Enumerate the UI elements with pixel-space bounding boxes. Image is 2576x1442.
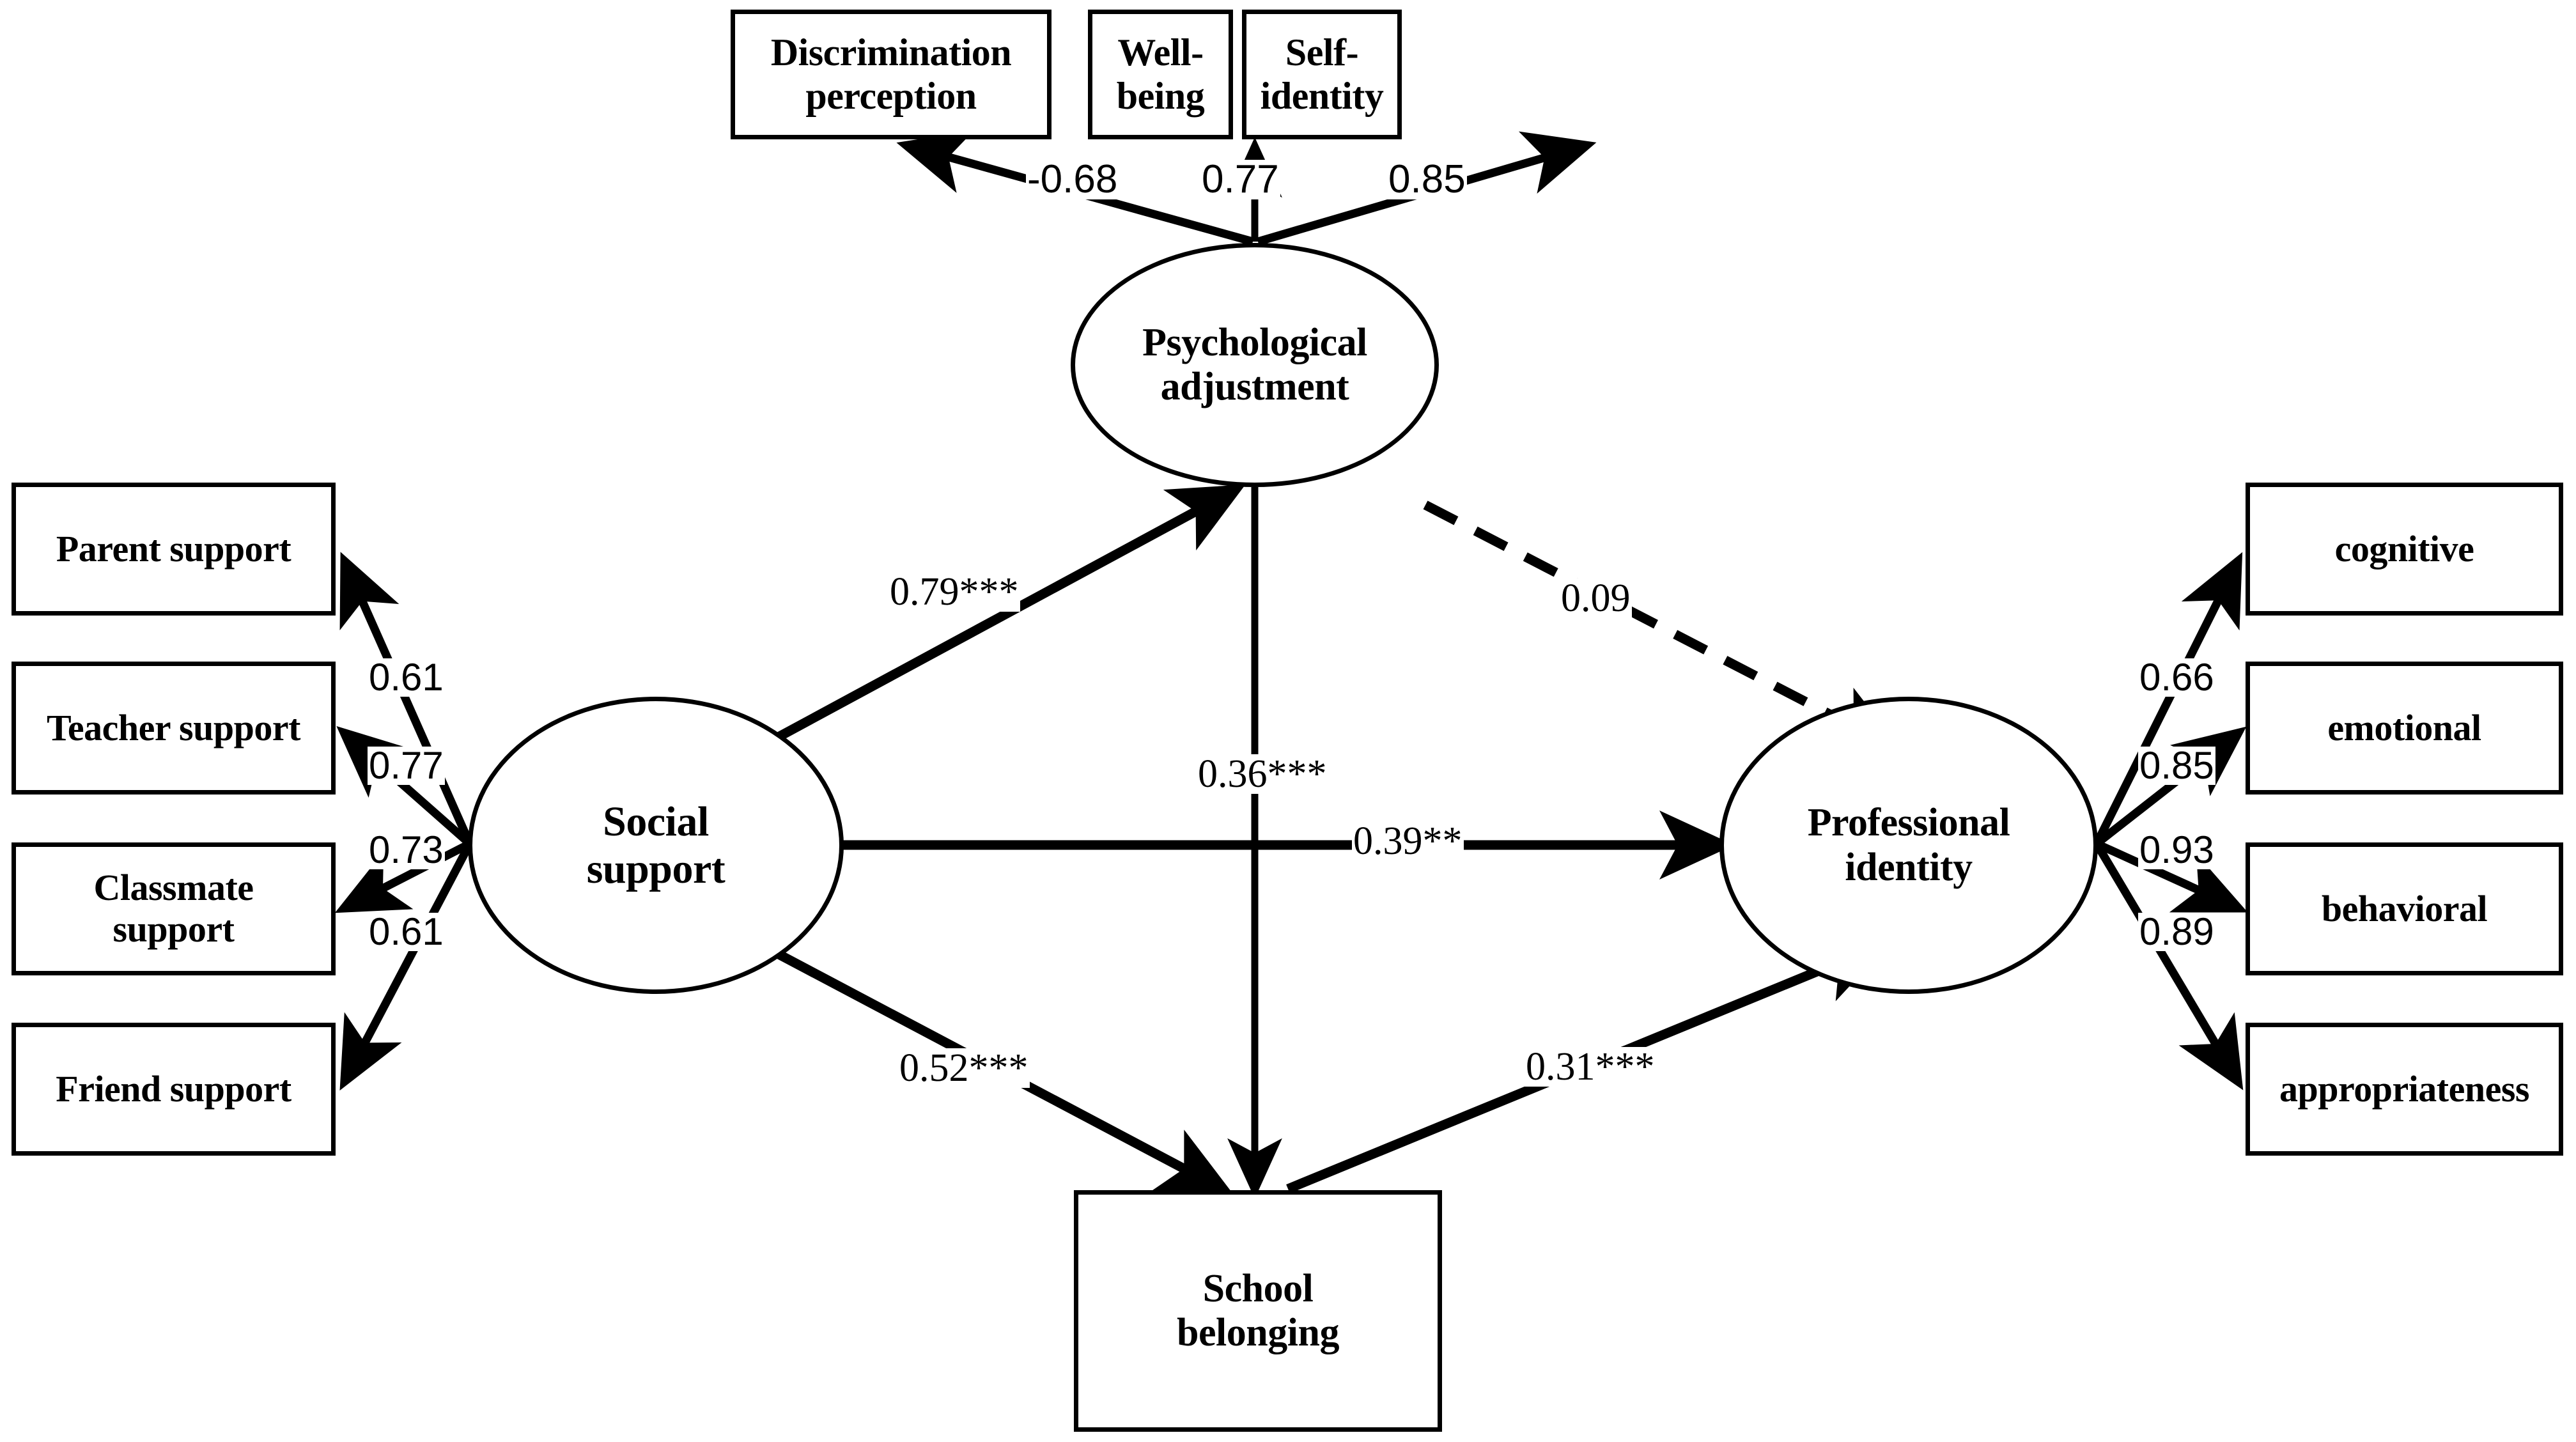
edge-ss-to-pa: [758, 485, 1246, 751]
edge-ss-to-teacher-support: [336, 725, 473, 847]
latent-label-professional-identity: Professional identity: [1807, 801, 2010, 889]
latent-node-professional-identity[interactable]: Professional identity: [1719, 697, 2098, 994]
edge-pi-to-cognitive: [2093, 552, 2243, 846]
coefficient-ss-to-sb: 0.52***: [898, 1046, 1030, 1090]
indicator-label-behavioral: behavioral: [2321, 887, 2488, 929]
latent-node-social-support[interactable]: Social support: [468, 697, 844, 994]
indicator-box-emotional[interactable]: emotional: [2246, 662, 2563, 795]
indicator-box-classmate-support[interactable]: Classmate support: [12, 842, 336, 975]
indicator-box-parent-support[interactable]: Parent support: [12, 483, 336, 616]
indicator-box-behavioral[interactable]: behavioral: [2246, 842, 2563, 975]
coefficient-ss-to-classmate-support: 0.73: [368, 828, 445, 871]
coefficient-ss-to-teacher-support: 0.77: [368, 744, 445, 787]
coefficient-pi-to-behavioral: 0.93: [2138, 828, 2215, 871]
indicator-box-teacher-support[interactable]: Teacher support: [12, 662, 336, 795]
edge-ss-to-friend-support: [339, 841, 474, 1091]
coefficient-pi-to-cognitive: 0.66: [2138, 656, 2215, 699]
indicator-label-emotional: emotional: [2327, 706, 2481, 748]
observed-node-school-belonging[interactable]: School belonging: [1074, 1190, 1442, 1432]
indicator-label-appropriateness: appropriateness: [2279, 1067, 2530, 1110]
coefficient-ss-to-parent-support: 0.61: [368, 656, 445, 699]
edge-pi-to-behavioral: [2095, 840, 2248, 913]
edge-ss-to-parent-support: [339, 552, 474, 846]
coefficient-pa-to-discrimination-perception: -0.68: [1026, 157, 1119, 201]
indicator-label-teacher-support: Teacher support: [47, 706, 300, 748]
coefficient-pa-to-self-identity: 0.85: [1387, 157, 1467, 201]
indicator-label-self-identity: Self-identity: [1260, 31, 1384, 117]
coefficient-pa-to-pi: 0.09: [1560, 577, 1632, 620]
coefficient-ss-to-pa: 0.79***: [888, 570, 1020, 614]
coefficient-ss-to-pi: 0.39**: [1352, 819, 1464, 863]
indicator-box-self-identity[interactable]: Self-identity: [1242, 10, 1402, 139]
indicator-box-appropriateness[interactable]: appropriateness: [2246, 1023, 2563, 1156]
indicator-label-classmate-support: Classmate support: [93, 867, 254, 950]
latent-label-social-support: Social support: [586, 798, 725, 892]
latent-node-psychological-adjustment[interactable]: Psychological adjustment: [1071, 243, 1439, 487]
edge-pa-to-pi: [1423, 500, 1904, 753]
edge-ss-to-classmate-support: [334, 840, 472, 913]
coefficient-ss-to-friend-support: 0.61: [368, 910, 445, 953]
indicator-label-discrimination-perception: Discrimination perception: [770, 31, 1012, 117]
coefficient-sb-to-pi: 0.31***: [1525, 1045, 1656, 1089]
edge-pi-to-appropriateness: [2093, 841, 2244, 1090]
indicator-label-parent-support: Parent support: [56, 527, 291, 570]
indicator-label-cognitive: cognitive: [2334, 527, 2474, 570]
indicator-label-friend-support: Friend support: [56, 1067, 291, 1110]
indicator-box-cognitive[interactable]: cognitive: [2246, 483, 2563, 616]
indicator-label-well-being: Well-being: [1116, 31, 1205, 117]
coefficient-pa-to-well-being: 0.77: [1200, 157, 1280, 201]
observed-label-school-belonging: School belonging: [1177, 1266, 1339, 1354]
indicator-box-discrimination-perception[interactable]: Discrimination perception: [731, 10, 1051, 139]
coefficient-pi-to-appropriateness: 0.89: [2138, 910, 2215, 953]
coefficient-pa-to-sb: 0.36***: [1197, 752, 1328, 796]
latent-label-psychological-adjustment: Psychological adjustment: [1142, 320, 1367, 408]
coefficient-pi-to-emotional: 0.85: [2138, 744, 2215, 787]
indicator-box-well-being[interactable]: Well-being: [1088, 10, 1233, 139]
indicator-box-friend-support[interactable]: Friend support: [12, 1023, 336, 1156]
